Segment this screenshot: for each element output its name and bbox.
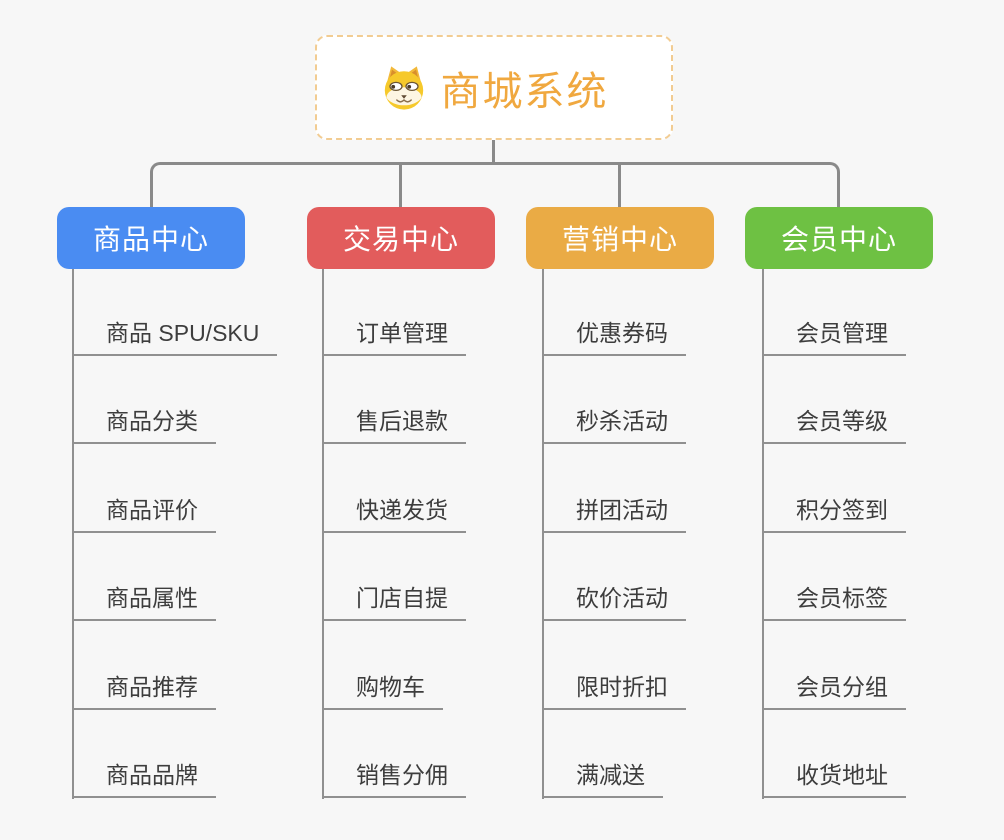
branch-spine-marketing — [542, 268, 544, 799]
connector-drop-trade — [399, 164, 402, 207]
branch-node-member-center[interactable]: 会员中心 — [745, 207, 933, 269]
leaf-member-group[interactable]: 会员分组 — [762, 668, 906, 710]
connector-bus — [150, 162, 840, 207]
leaf-shipping-address[interactable]: 收货地址 — [762, 756, 906, 798]
leaf-product-brand[interactable]: 商品品牌 — [72, 756, 216, 798]
leaf-product-spu-sku[interactable]: 商品 SPU/SKU — [72, 314, 278, 356]
leaf-order-management[interactable]: 订单管理 — [322, 314, 466, 356]
leaf-product-recommend[interactable]: 商品推荐 — [72, 668, 216, 710]
branch-label: 会员中心 — [780, 224, 897, 255]
branch-label: 营销中心 — [561, 224, 678, 255]
leaf-store-pickup[interactable]: 门店自提 — [322, 579, 466, 621]
leaf-limited-time-discount[interactable]: 限时折扣 — [542, 668, 686, 710]
leaf-member-management[interactable]: 会员管理 — [762, 314, 906, 356]
branch-label: 商品中心 — [92, 224, 209, 255]
leaf-full-reduction[interactable]: 满减送 — [542, 756, 663, 798]
leaf-points-checkin[interactable]: 积分签到 — [762, 491, 906, 533]
leaf-after-sales-refund[interactable]: 售后退款 — [322, 402, 466, 444]
branch-node-marketing-center[interactable]: 营销中心 — [526, 207, 714, 269]
leaf-sales-commission[interactable]: 销售分佣 — [322, 756, 466, 798]
leaf-flash-sale[interactable]: 秒杀活动 — [542, 402, 686, 444]
connector-root-stub — [492, 139, 495, 164]
branch-spine-member — [762, 268, 764, 799]
root-title: 商城系统 — [440, 69, 609, 114]
leaf-group-buying[interactable]: 拼团活动 — [542, 491, 686, 533]
dog-icon — [384, 65, 423, 110]
leaf-coupon-code[interactable]: 优惠券码 — [542, 314, 686, 356]
leaf-member-tag[interactable]: 会员标签 — [762, 579, 906, 621]
root-node[interactable]: 商城系统 — [315, 35, 673, 140]
leaf-product-category[interactable]: 商品分类 — [72, 402, 216, 444]
leaf-member-level[interactable]: 会员等级 — [762, 402, 906, 444]
connector-drop-marketing — [618, 164, 621, 207]
branch-node-trade-center[interactable]: 交易中心 — [307, 207, 495, 269]
branch-spine-trade — [322, 268, 324, 799]
leaf-shopping-cart[interactable]: 购物车 — [322, 668, 443, 710]
leaf-product-review[interactable]: 商品评价 — [72, 491, 216, 533]
leaf-bargain-activity[interactable]: 砍价活动 — [542, 579, 686, 621]
leaf-express-delivery[interactable]: 快递发货 — [322, 491, 466, 533]
branch-label: 交易中心 — [342, 224, 459, 255]
branch-spine-product — [72, 268, 74, 799]
branch-node-product-center[interactable]: 商品中心 — [57, 207, 245, 269]
leaf-product-attribute[interactable]: 商品属性 — [72, 579, 216, 621]
